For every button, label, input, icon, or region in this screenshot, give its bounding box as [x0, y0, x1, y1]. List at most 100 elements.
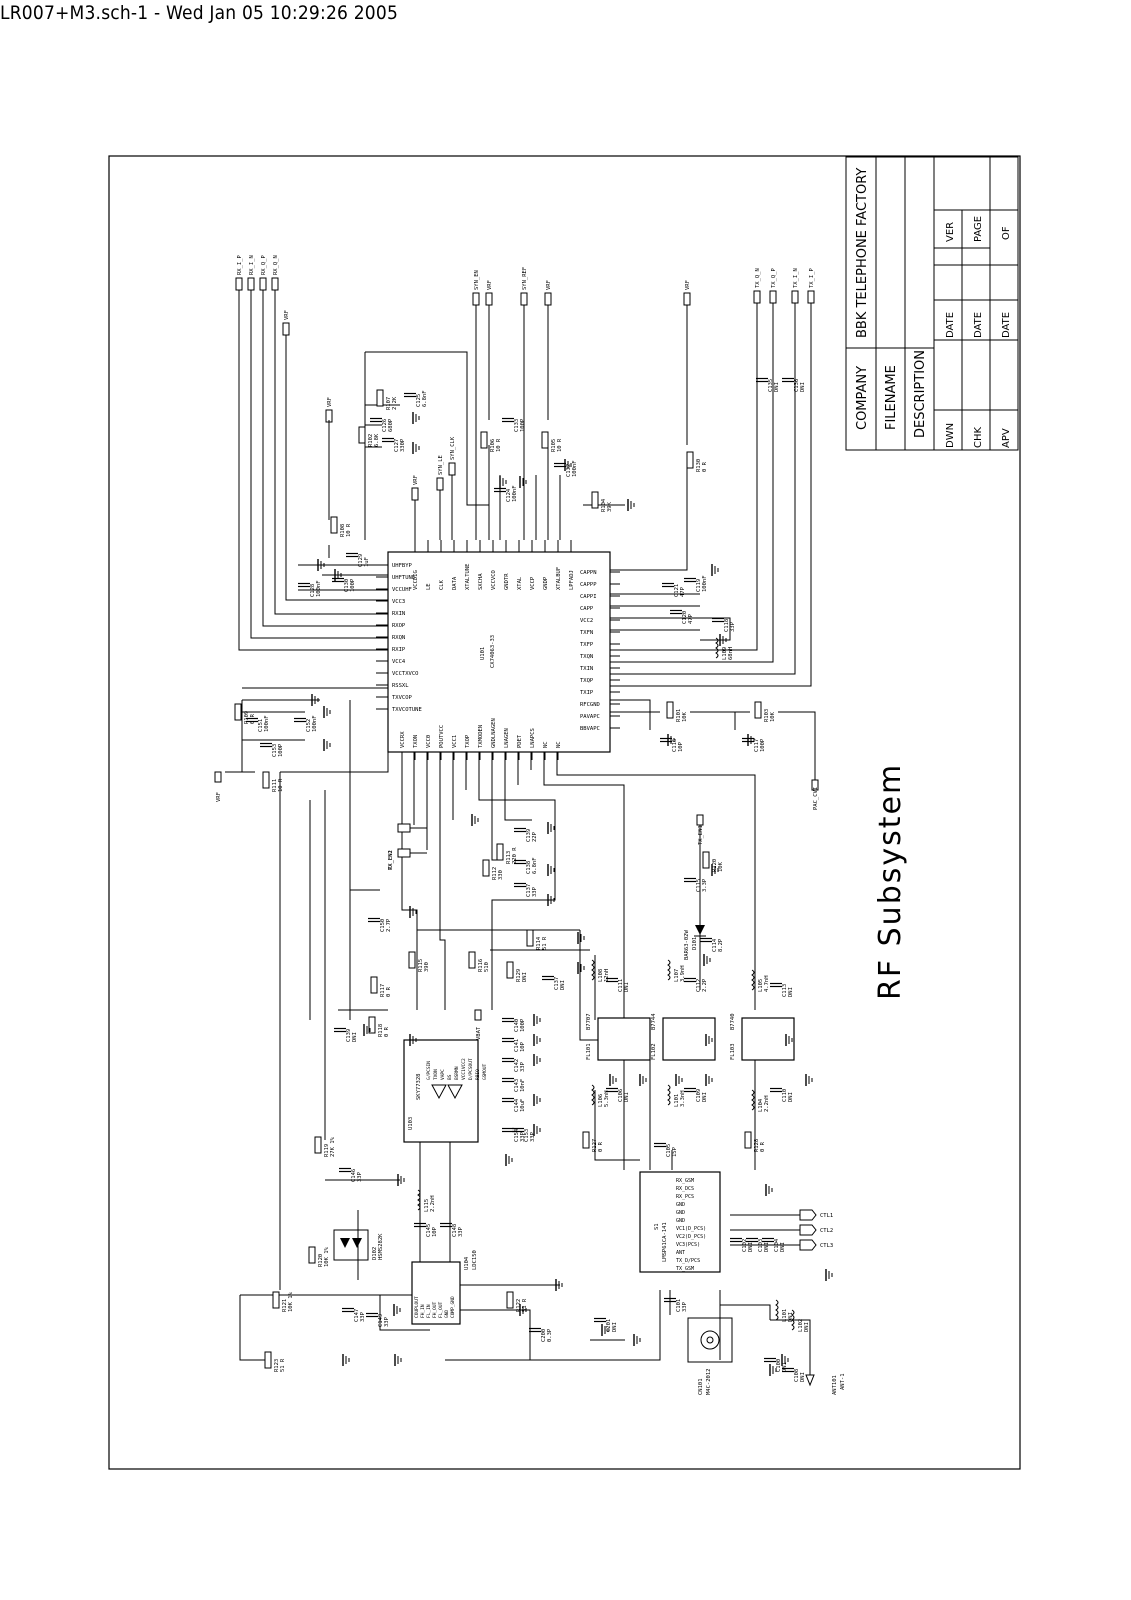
component-value: 3.3P [702, 878, 708, 892]
component-ref: C101 [676, 1299, 682, 1312]
port-flag [271, 277, 279, 291]
component-value: 2.2K [392, 396, 398, 410]
component-value: 3.9nH [680, 965, 686, 982]
u101-right-pin-label: BBVAPC [580, 726, 600, 732]
resistor [314, 1136, 322, 1154]
component-value: 10K [682, 711, 688, 722]
ctl-port [799, 1224, 817, 1236]
company-name: BBK TELEPHONE FACTORY [855, 168, 870, 338]
u104-pin-label: COMP_GND [450, 1296, 456, 1318]
s1-pin-label: TX_GSM [676, 1266, 694, 1272]
port-flag [436, 477, 444, 491]
en-flag [397, 848, 411, 858]
component-value: 15P [672, 1146, 678, 1157]
fl103-part: B7740 [730, 1013, 736, 1030]
resistor [308, 1246, 316, 1264]
component-ref: L107 [674, 969, 680, 982]
component-ref: L104 [758, 1098, 764, 1112]
u101-bottom-pin-label: NC [556, 741, 562, 748]
diagram-title: RF Subsystem [873, 763, 908, 1000]
component-value: 6.8K [374, 433, 380, 447]
u101-left-pin-label: TXVCOTUNE [392, 707, 422, 713]
component-value: 390 [424, 962, 430, 972]
resistor [582, 1131, 590, 1149]
u101-left-pin-label: VCCUHF [392, 587, 412, 593]
component-value: DNI [782, 1362, 788, 1372]
component-ref: L105 [758, 979, 764, 992]
u101-right-pin-label: TXQN [580, 654, 593, 660]
component-ref: C111 [618, 979, 624, 992]
resistor [541, 431, 549, 449]
component-ref: C128 [310, 584, 316, 597]
fl102-part: B7744 [651, 1013, 657, 1030]
component-ref: R119 [324, 1144, 330, 1157]
component-value: DNI [804, 1322, 810, 1332]
date-label-1: DATE [945, 312, 956, 338]
component-value: DNI [560, 980, 566, 990]
u104-pin-label: FL_IN [426, 1304, 432, 1318]
component-value: 0.3P [547, 1328, 553, 1342]
component-value: 0 R [250, 713, 256, 724]
component-ref: L106 [598, 1094, 604, 1107]
component-value: 1uF [364, 557, 370, 567]
u101-top-pin-label: XTAL [517, 576, 523, 590]
component-value: DNI [624, 1092, 630, 1102]
component-value: 10K 1% [324, 1246, 330, 1267]
u101-bottom-pin-label: LNAPCS [530, 728, 536, 748]
component-value: 220 R [512, 847, 518, 864]
component-value: 51 R [280, 1358, 286, 1372]
component-value: 0 R [386, 986, 392, 997]
component-ref: C117 [754, 739, 760, 752]
s1-part: LMSP61CA-141 [662, 1222, 668, 1262]
component-value: DNI [624, 982, 630, 992]
component-value: 33P [360, 1311, 366, 1322]
component-ref: C102 [742, 1239, 748, 1252]
component-value: 680P [388, 418, 394, 432]
resistor [272, 1291, 280, 1309]
component-ref: R117 [380, 984, 386, 997]
component-ref: C100 [776, 1359, 782, 1372]
page-label: PAGE [973, 216, 984, 242]
s1-pins: RX_GSMRX_DCSRX_PCSGNDGNDGNDVC1(D_PCS)VC2… [676, 1178, 706, 1272]
d101-ref: D101 [692, 937, 698, 950]
u101-bottom-pin-label: TXMODEN [478, 725, 484, 748]
component-value: DNI [352, 1032, 358, 1042]
component-value: DNI [788, 1312, 794, 1322]
component-ref: C120 [682, 611, 688, 624]
component-ref: R105 [551, 439, 557, 452]
component-ref: R116 [478, 959, 484, 972]
misc-port-flag [214, 771, 222, 783]
component-ref: C136 [794, 379, 800, 392]
component-ref: R108 [340, 524, 346, 537]
resistor [234, 703, 242, 721]
page-header: LR007+M3.sch-1 - Wed Jan 05 10:29:26 200… [0, 2, 399, 24]
component-value: 27K 1% [330, 1136, 336, 1157]
u103-part: SKY77328 [416, 1074, 422, 1101]
port-flag [807, 290, 815, 304]
component-value: 2.2P [702, 978, 708, 992]
resistor [666, 701, 674, 719]
component-value: 2.7P [386, 918, 392, 932]
en-flag [397, 823, 411, 833]
component-value: DNI [780, 1242, 786, 1252]
s1-pin-label: ANT [676, 1250, 685, 1256]
component-value: DNI [612, 1322, 618, 1332]
component-ref: R120 [712, 859, 718, 872]
misc-port-flag [696, 814, 704, 826]
component-value: 100P [520, 1018, 526, 1032]
s1-pin-label: GND [676, 1218, 685, 1224]
d102-ref: D102 [372, 1247, 378, 1260]
component-ref: C124 [506, 488, 512, 502]
component-ref: C153 [272, 744, 278, 757]
port-flag [448, 462, 456, 476]
component-ref: C142 [514, 1059, 520, 1072]
u103-pin-label: RBIO [475, 1069, 481, 1080]
connector-cn101: CN101 M4C-2012 [687, 1317, 733, 1395]
u104-pin-label: FL_OUT [438, 1301, 444, 1318]
port-label: SYN_REF [522, 267, 528, 290]
component-value: DNI [774, 382, 780, 392]
u103-pin-label: VAPC [440, 1069, 446, 1080]
u101-left-pin-label: VCCTXVCO [392, 671, 419, 677]
component-ref: L102 [798, 1319, 804, 1332]
